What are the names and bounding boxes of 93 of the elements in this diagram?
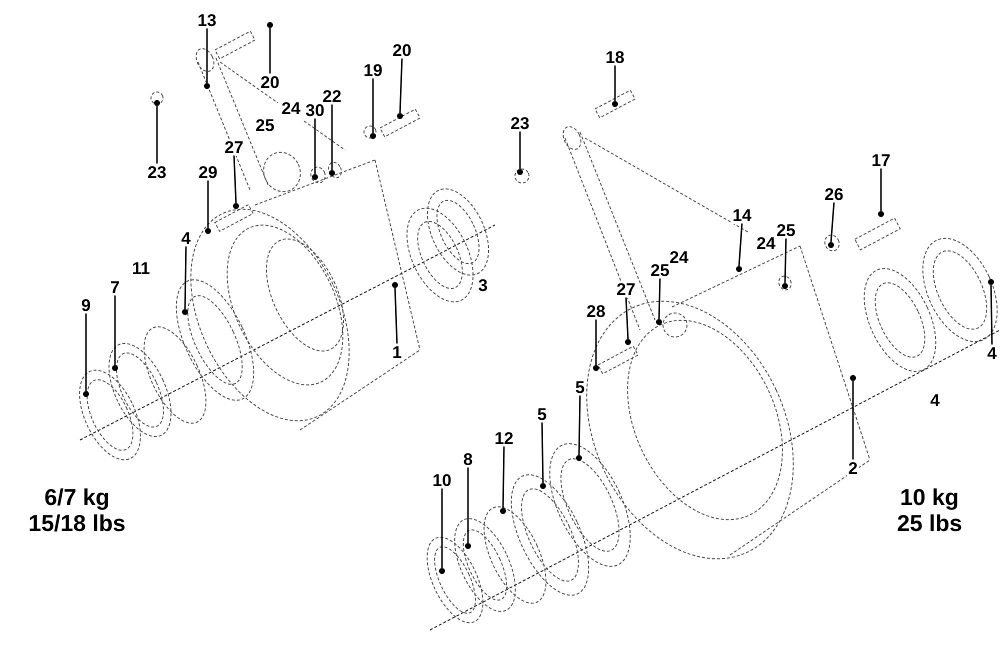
leader-dot [576,455,582,461]
callout-number: 1 [391,344,403,360]
callout-number: 24 [756,234,776,252]
leader-dot [540,483,546,489]
leader-line [441,488,443,568]
callout-number: 12 [494,430,514,446]
callout-number: 20 [260,74,280,90]
callout-number: 3 [478,276,488,294]
callout-number: 27 [616,280,636,298]
leader-line [372,78,374,133]
callout-number: 29 [198,164,218,180]
callout-number: 26 [824,186,844,202]
leader-dot [154,100,160,106]
callout-number: 19 [362,62,384,78]
leader-line [207,180,209,228]
callout-number: 30 [304,102,326,118]
weight-note: 6/7 kg [44,486,110,508]
leader-dot [397,113,403,119]
leader-line [578,395,581,456]
leader-dot [112,365,118,371]
callout-number: 23 [146,164,168,180]
leader-line [314,118,316,174]
callout-number: 5 [574,378,586,396]
callout-number: 2 [847,460,859,476]
leader-line [502,446,505,508]
leader-dot [233,203,239,209]
callout-number: 4 [180,230,192,246]
leader-line [519,132,521,169]
leader-line [784,238,787,284]
callout-number: 24 [670,248,688,266]
leader-line [233,155,237,204]
callout-number: 18 [604,48,626,66]
callout-number: 11 [132,260,150,276]
weight-note: 25 lbs [897,512,962,534]
callout-number: 20 [392,42,412,58]
leader-dot [828,242,834,248]
callout-number: 28 [586,302,606,320]
leader-line [658,278,661,320]
weight-note: 15/18 lbs [28,512,126,534]
leader-dot [782,283,788,289]
leader-dot [392,282,398,288]
leader-dot [500,508,506,514]
leader-dot [204,83,210,89]
leader-dot [439,568,445,574]
callout-number: 22 [322,88,342,104]
callout-number: 14 [732,206,752,224]
leader-dot [593,365,599,371]
leader-line [269,28,271,74]
leader-line [830,202,835,242]
leader-dot [205,228,211,234]
callout-number: 25 [650,262,670,278]
leader-dot [878,211,884,217]
leader-dot [736,266,742,272]
leader-line [156,106,158,164]
leader-dot [83,391,89,397]
callout-number: 4 [986,344,998,362]
callout-number: 9 [80,296,92,314]
callout-number: 24 [282,100,300,116]
leader-line [625,297,629,340]
callout-number: 10 [432,472,452,488]
leader-dot [465,543,471,549]
leader-dot [988,279,994,285]
leader-dot [517,169,523,175]
callout-number: 8 [462,450,474,468]
leader-dot [625,339,631,345]
callout-number: 25 [776,222,796,238]
callout-number: 17 [870,152,892,168]
leader-dot [267,22,273,28]
leader-line [880,168,882,211]
callout-number: 4 [930,392,940,408]
leader-line [394,288,398,344]
callout-number: 5 [536,406,548,422]
leader-dot [329,170,335,176]
leader-line [595,320,597,365]
leader-dot [612,101,618,107]
leader-dot [850,375,856,381]
leader-line [399,58,403,114]
callout-number: 23 [510,114,530,132]
leader-dot [370,133,376,139]
leader-line [852,381,854,460]
leader-dot [312,174,318,180]
callout-number: 13 [196,12,218,28]
callout-number: 25 [256,116,274,134]
leader-line [467,468,469,543]
leader-line [614,66,616,101]
leader-line [206,28,208,83]
leader-dot [182,309,188,315]
leader-dot [656,319,662,325]
callout-number: 7 [109,278,121,296]
leader-line [331,104,333,170]
leader-line [738,223,743,266]
callout-number: 27 [224,138,244,156]
weight-note: 10 kg [900,486,959,508]
